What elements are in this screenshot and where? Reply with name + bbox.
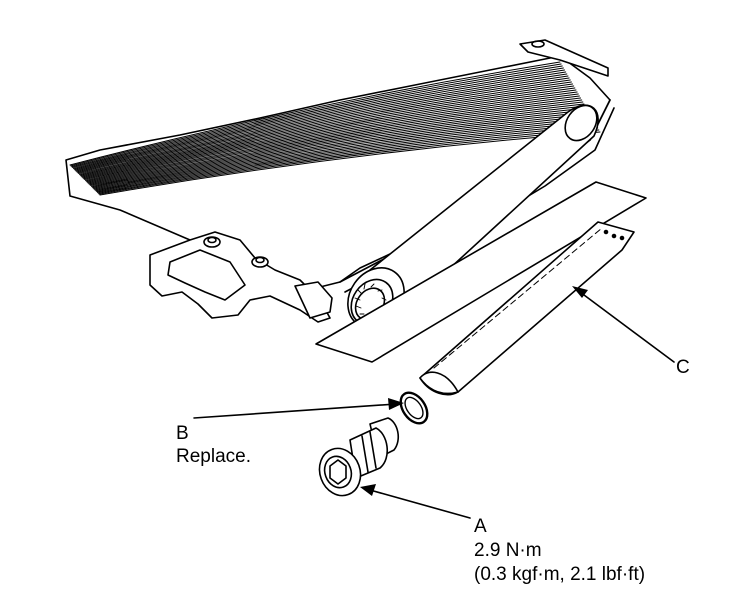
condenser-fin-line (71, 65, 563, 168)
condenser-fin-line (83, 93, 579, 180)
condenser-fin-line (78, 81, 572, 175)
label-a-torque-alt: (0.3 kgf·m, 2.1 lbf·ft) (474, 564, 646, 585)
condenser-fin-line (84, 97, 582, 181)
exploded-view-background-plate (315, 181, 647, 363)
condenser-fin-line (73, 71, 567, 170)
label-a-torque-nm: 2.9 N·m (474, 540, 542, 561)
condenser-top-tank (519, 39, 609, 77)
leader-line-c (572, 286, 675, 363)
label-b-note: Replace. (176, 446, 251, 467)
condenser-fin-line (72, 69, 566, 169)
condenser-fin-line (85, 99, 583, 182)
condenser-fin-line (96, 125, 598, 193)
o-ring (399, 391, 429, 425)
condenser-fin-line (91, 113, 591, 188)
condenser-fin-line (88, 105, 586, 185)
condenser-fin-line (90, 111, 590, 187)
condenser-fin-line (72, 67, 564, 169)
label-c-letter: C (676, 357, 690, 378)
condenser-core (65, 55, 611, 293)
condenser-fin-line (75, 75, 569, 172)
condenser-fin-line (69, 61, 561, 166)
label-a-letter: A (474, 516, 487, 537)
condenser-fin-line (87, 103, 585, 184)
condenser-fin-line (90, 109, 588, 187)
filter-plug (318, 417, 400, 497)
condenser-fin-line (79, 85, 575, 176)
condenser-fin-line (74, 73, 568, 171)
condenser-fin-line (92, 115, 592, 189)
condenser-fin-line (98, 129, 600, 195)
condenser-fin-line (95, 121, 595, 192)
condenser-fin-line (82, 91, 578, 179)
condenser-fin-line (78, 83, 574, 175)
leader-line-b (193, 398, 404, 419)
condenser-fin-line (86, 101, 584, 183)
condenser-fin-line (77, 79, 571, 174)
condenser-fin-line (97, 127, 599, 194)
condenser-fin-line (99, 131, 601, 196)
condenser-fin-line (70, 63, 562, 167)
condenser-fin-line (84, 95, 580, 181)
condenser-fin-line (80, 87, 576, 177)
condenser-fin-line (96, 123, 596, 193)
condenser-fin-line (89, 107, 587, 186)
condenser-fin-line (81, 89, 577, 178)
condenser-fin-line (76, 77, 570, 173)
label-b-letter: B (176, 423, 189, 444)
condenser-mount-bracket (149, 231, 333, 323)
leader-line-a (360, 484, 471, 519)
desiccant-bag (419, 221, 635, 396)
condenser-fin-line (93, 117, 593, 190)
condenser-fin-line (94, 119, 594, 191)
